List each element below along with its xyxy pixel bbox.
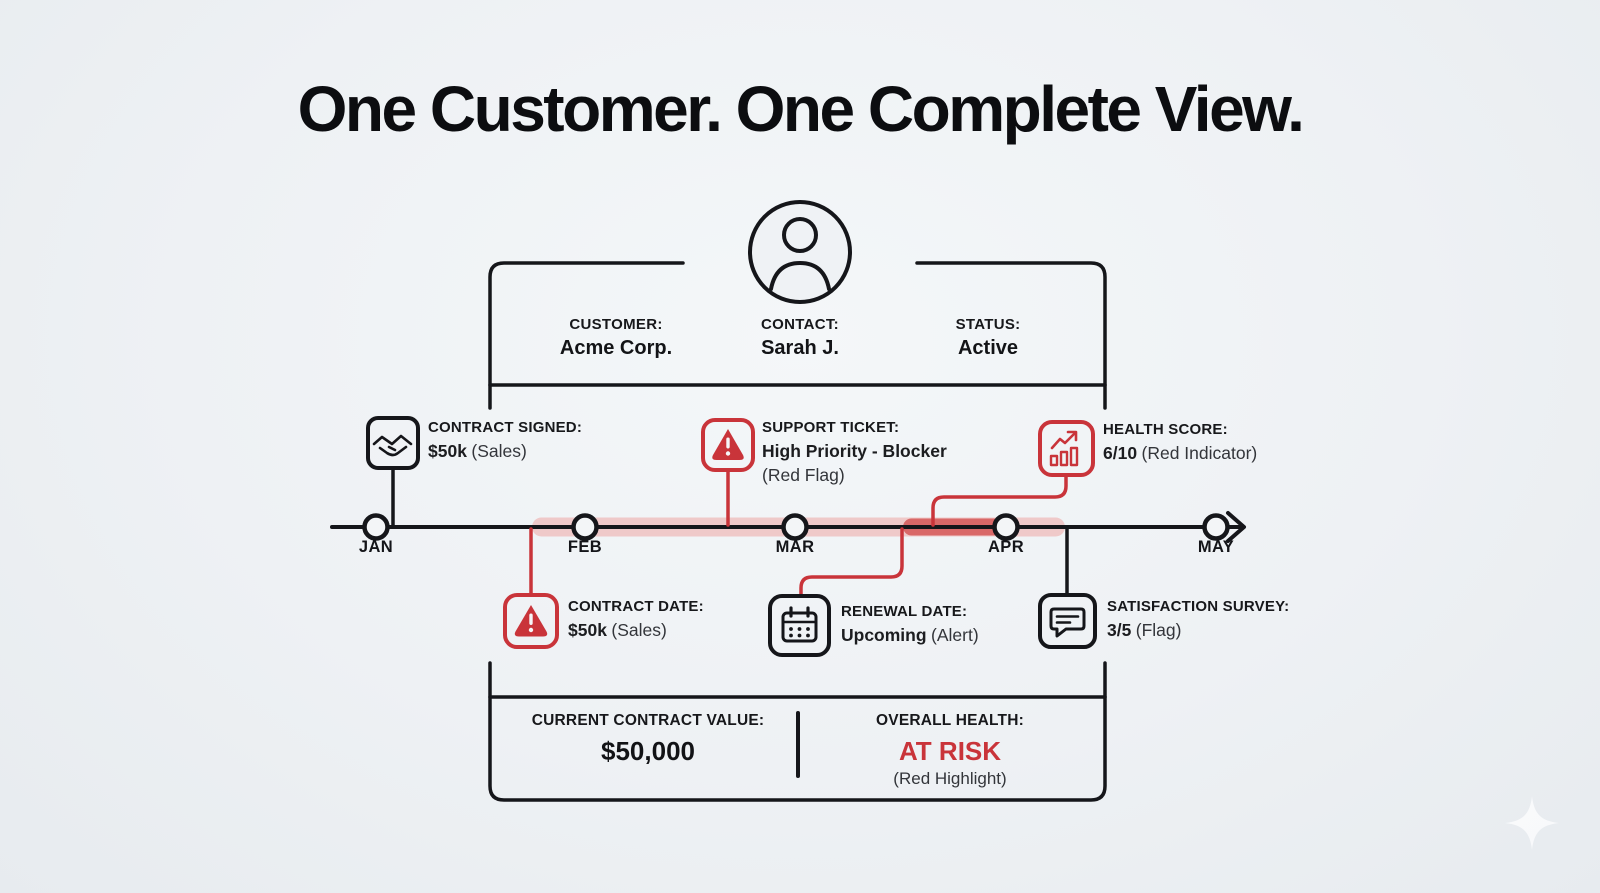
summary-contract-value: CURRENT CONTRACT VALUE: $50,000: [531, 712, 765, 766]
marker-feb: [571, 513, 599, 541]
customer-card-outline: [488, 261, 1107, 410]
summary-card-outline: [488, 661, 1107, 802]
timeline-month-markers: [362, 513, 1230, 541]
alert-triangle-icon: [701, 418, 755, 472]
marker-jan: [362, 513, 390, 541]
contract-value-amount: $50,000: [601, 736, 695, 766]
month-label-mar: MAR: [775, 538, 815, 556]
contact-field: CONTACT: Sarah J.: [761, 316, 839, 360]
event-contract-date: CONTRACT DATE: $50k (Sales): [568, 598, 704, 640]
summary-overall-health: OVERALL HEALTH: AT RISK (Red Highlight): [876, 712, 1024, 788]
marker-mar: [781, 513, 809, 541]
event-support-ticket: SUPPORT TICKET: High Priority - Blocker …: [762, 419, 947, 485]
marker-may: [1202, 513, 1230, 541]
sparkle-decoration: [1505, 796, 1559, 850]
event-contract-signed: CONTRACT SIGNED: $50k (Sales): [428, 419, 583, 461]
event-satisfaction-survey: SATISFACTION SURVEY: 3/5 (Flag): [1107, 598, 1290, 640]
contact-label: CONTACT:: [761, 316, 839, 333]
avatar-icon: [748, 200, 852, 304]
event-health-score: HEALTH SCORE: 6/10 (Red Indicator): [1103, 421, 1258, 463]
customer-label: CUSTOMER:: [569, 316, 663, 333]
status-field: STATUS: Active: [956, 316, 1021, 360]
month-label-apr: APR: [987, 538, 1025, 556]
marker-apr: [992, 513, 1020, 541]
customer-field: CUSTOMER: Acme Corp.: [560, 316, 672, 360]
handshake-icon: [366, 416, 420, 470]
health-status-badge: AT RISK: [898, 736, 1002, 766]
month-label-feb: FEB: [567, 538, 603, 556]
status-value: Active: [957, 337, 1019, 359]
customer-value: Acme Corp.: [559, 337, 673, 359]
page-title: One Customer. One Complete View.: [297, 73, 1305, 145]
connector-renewal-date: [799, 527, 904, 596]
event-renewal-date: RENEWAL DATE: Upcoming (Alert): [841, 603, 979, 645]
calendar-icon: [768, 594, 831, 657]
status-label: STATUS:: [955, 316, 1021, 333]
month-label-jan: JAN: [358, 538, 394, 556]
chat-bubble-icon: [1038, 593, 1097, 649]
connector-health-score: [931, 473, 1068, 527]
contact-value: Sarah J.: [761, 337, 839, 359]
trend-chart-icon: [1038, 420, 1095, 477]
alert-triangle-icon: [503, 593, 559, 649]
month-label-may: MAY: [1197, 538, 1235, 556]
